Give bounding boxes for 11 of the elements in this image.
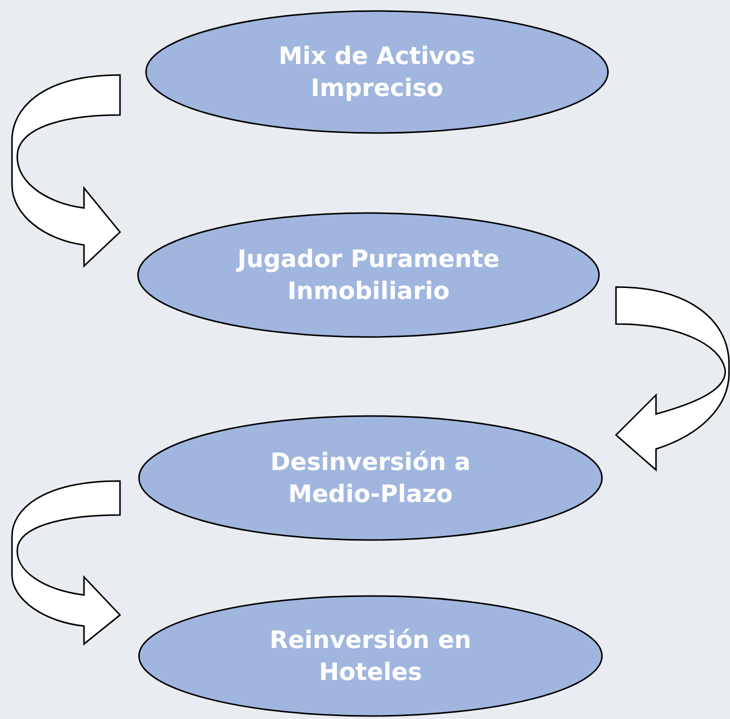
ellipse-node bbox=[145, 10, 609, 134]
ellipse-node bbox=[138, 595, 603, 717]
curved-block-arrow bbox=[11, 480, 121, 645]
node-label: Mix de Activos Impreciso bbox=[278, 40, 476, 104]
curved-block-arrow bbox=[615, 286, 730, 471]
ellipse-node bbox=[137, 212, 600, 338]
curved-block-arrow bbox=[11, 74, 121, 267]
node-label: Reinversión en Hoteles bbox=[268, 624, 472, 688]
node-label: Desinversión a Medio-Plazo bbox=[269, 446, 472, 510]
ellipse-node bbox=[138, 415, 603, 541]
node-label: Jugador Puramente Inmobiliario bbox=[235, 244, 501, 307]
